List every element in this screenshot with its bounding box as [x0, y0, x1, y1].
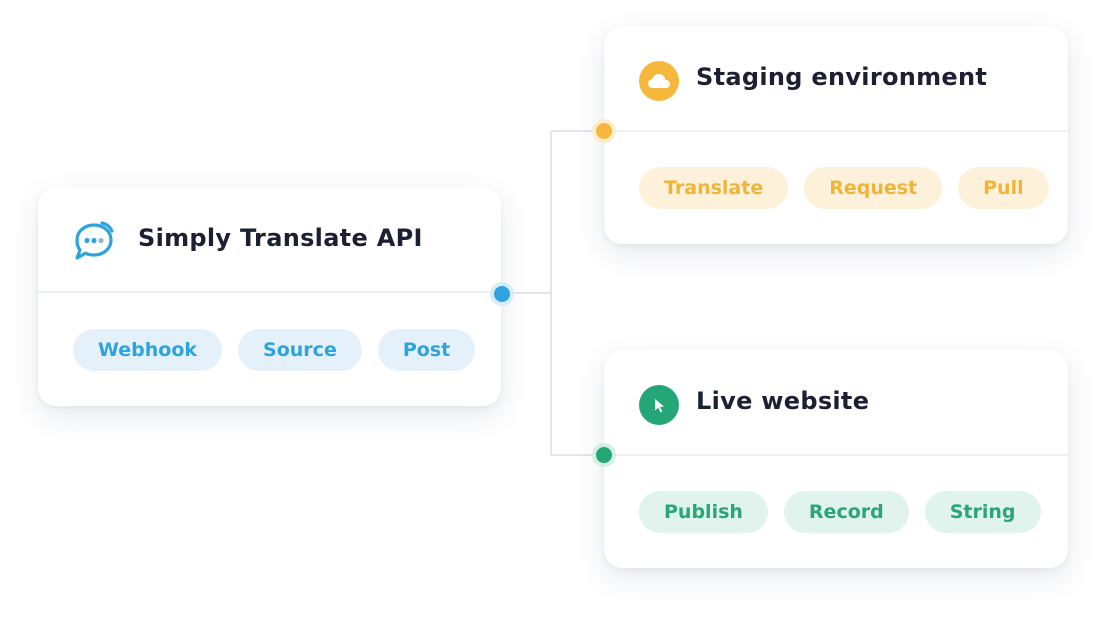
chat-bubble-icon — [72, 220, 116, 264]
tag-record[interactable]: Record — [783, 491, 909, 533]
source-connector-dot[interactable] — [490, 282, 514, 306]
staging-connector-dot[interactable] — [592, 119, 616, 143]
cloud-icon — [639, 61, 679, 101]
staging-card[interactable]: Staging environment Translate Request Pu… — [604, 26, 1068, 244]
tag-webhook[interactable]: Webhook — [73, 329, 223, 371]
source-tags: Webhook Source Post — [73, 329, 476, 371]
card-divider — [604, 454, 1068, 456]
cursor-icon — [639, 385, 679, 425]
staging-tags: Translate Request Pull — [639, 167, 1049, 209]
tag-source[interactable]: Source — [238, 329, 362, 371]
live-connector-dot[interactable] — [592, 443, 616, 467]
source-card-title: Simply Translate API — [138, 224, 423, 252]
tag-pull[interactable]: Pull — [958, 167, 1049, 209]
tag-string[interactable]: String — [924, 491, 1041, 533]
card-divider — [38, 291, 501, 293]
source-card[interactable]: Simply Translate API Webhook Source Post — [38, 187, 501, 406]
live-card[interactable]: Live website Publish Record String — [604, 350, 1068, 568]
card-divider — [604, 130, 1068, 132]
tag-request[interactable]: Request — [804, 167, 943, 209]
tag-translate[interactable]: Translate — [639, 167, 789, 209]
live-tags: Publish Record String — [639, 491, 1041, 533]
live-card-title: Live website — [696, 387, 870, 415]
staging-card-title: Staging environment — [696, 63, 988, 91]
tag-post[interactable]: Post — [377, 329, 476, 371]
tag-publish[interactable]: Publish — [639, 491, 768, 533]
